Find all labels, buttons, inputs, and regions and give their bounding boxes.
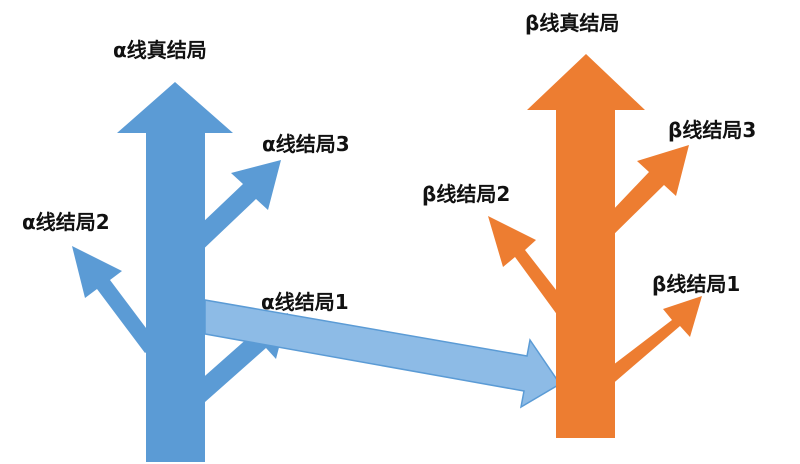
alpha-branch-2-arrow	[72, 246, 158, 353]
alpha-to-beta-connector-arrow	[204, 299, 562, 409]
beta-branch-1-arrow	[592, 296, 702, 393]
alpha-main-arrow	[117, 82, 233, 462]
alpha-branch-3-arrow	[181, 160, 281, 258]
beta-branch-3-arrow	[592, 145, 689, 244]
beta-branch-3-label: β线结局3	[668, 118, 757, 142]
alpha-main-label: α线真结局	[113, 38, 207, 62]
beta-line-group	[488, 54, 702, 438]
beta-main-label: β线真结局	[525, 11, 620, 35]
beta-main-arrow	[527, 54, 645, 438]
beta-branch-2-label: β线结局2	[422, 182, 511, 206]
alpha-branch-2-label: α线结局2	[22, 210, 110, 234]
alpha-branch-1-label: α线结局1	[261, 290, 349, 314]
beta-branch-1-label: β线结局1	[652, 272, 741, 296]
alpha-line-group	[72, 82, 288, 462]
alpha-branch-3-label: α线结局3	[262, 132, 350, 156]
